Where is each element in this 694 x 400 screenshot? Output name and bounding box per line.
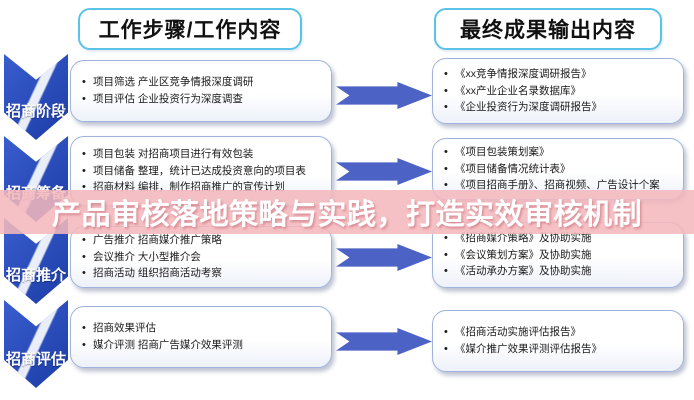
stage-label: 招商评估 <box>5 350 66 368</box>
outputs-column-header: 最终成果输出内容 <box>434 8 662 50</box>
steps-box: 广告推介 招商媒介推广策略会议推介 大小型推介会招商活动 组织招商活动考察 <box>70 226 332 288</box>
stage-label: 招商阶段 <box>5 103 66 121</box>
bullet-item: 招商活动 组织招商活动考察 <box>82 265 222 282</box>
title-banner: 产品审核落地策略与实践，打造实效审核机制 <box>0 190 694 234</box>
outputs-box: 《招商活动实施评估报告》《媒介推广效果评测评估报告》 <box>432 310 684 372</box>
steps-list: 项目包装 对招商项目进行有效包装项目储备 整理，统计已达成投资意向的项目表招商材… <box>71 146 314 197</box>
bullet-item: 媒介评测 招商广告媒介效果评测 <box>82 337 243 354</box>
outputs-list: 《项目包装策划案》《项目储备情况统计表》《项目招商手册》、招商视频、广告设计个案 <box>433 144 668 195</box>
stage-chevron-icon: 招商阶段 <box>4 54 68 140</box>
bullet-item: 项目储备 整理，统计已达成投资意向的项目表 <box>82 163 306 180</box>
bullet-item: 《媒介推广效果评测评估报告》 <box>444 341 602 358</box>
bullet-item: 项目包装 对招商项目进行有效包装 <box>82 146 306 163</box>
outputs-list: 《招商活动实施评估报告》《媒介推广效果评测评估报告》 <box>433 324 610 358</box>
bullet-item: 《招商媒介策略》及协助实施 <box>444 230 591 247</box>
bullet-item: 《xx竞争情报深度调研报告》 <box>444 66 602 83</box>
bullet-item: 招商效果评估 <box>82 320 243 337</box>
bullet-item: 《招商活动实施评估报告》 <box>444 324 602 341</box>
outputs-list: 《xx竞争情报深度调研报告》《xx产业企业名录数据库》《企业投资行为深度调研报告… <box>433 66 610 117</box>
outputs-list: 《招商媒介策略》及协助实施《会议策划方案》及协助实施《活动承办方案》及协助实施 <box>433 230 600 281</box>
bullet-item: 《企业投资行为深度调研报告》 <box>444 99 602 116</box>
bullet-item: 项目筛选 产业区竞争情报深度调研 <box>82 74 253 91</box>
outputs-box: 《xx竞争情报深度调研报告》《xx产业企业名录数据库》《企业投资行为深度调研报告… <box>432 58 684 124</box>
bullet-item: 《项目包装策划案》 <box>444 144 660 161</box>
right-arrow-icon <box>336 244 432 271</box>
right-arrow-icon <box>336 82 432 109</box>
bullet-item: 《项目招商手册》、招商视频、广告设计个案 <box>444 177 660 194</box>
banner-title: 产品审核落地策略与实践，打造实效审核机制 <box>51 199 642 231</box>
stage-label: 招商推介 <box>5 267 66 285</box>
steps-box: 招商效果评估媒介评测 招商广告媒介效果评测 <box>70 306 332 368</box>
steps-column-header: 工作步骤/工作内容 <box>78 8 302 50</box>
bullet-item: 《会议策划方案》及协助实施 <box>444 247 591 264</box>
steps-list: 项目筛选 产业区竞争情报深度调研项目评估 企业投资行为深度调查 <box>71 74 261 108</box>
outputs-box: 《项目包装策划案》《项目储备情况统计表》《项目招商手册》、招商视频、广告设计个案 <box>432 138 684 200</box>
bullet-item: 项目评估 企业投资行为深度调查 <box>82 91 253 108</box>
stage-chevron-icon: 招商评估 <box>4 300 68 388</box>
steps-box: 项目筛选 产业区竞争情报深度调研项目评估 企业投资行为深度调查 <box>70 60 332 122</box>
right-arrow-icon <box>336 328 432 355</box>
right-arrow-icon <box>336 158 432 185</box>
bullet-item: 广告推介 招商媒介推广策略 <box>82 232 222 249</box>
bullet-item: 《xx产业企业名录数据库》 <box>444 83 602 100</box>
bullet-item: 《项目储备情况统计表》 <box>444 161 660 178</box>
steps-list: 招商效果评估媒介评测 招商广告媒介效果评测 <box>71 320 251 354</box>
bullet-item: 《活动承办方案》及协助实施 <box>444 263 591 280</box>
steps-list: 广告推介 招商媒介推广策略会议推介 大小型推介会招商活动 组织招商活动考察 <box>71 232 230 283</box>
bullet-item: 会议推介 大小型推介会 <box>82 249 222 266</box>
